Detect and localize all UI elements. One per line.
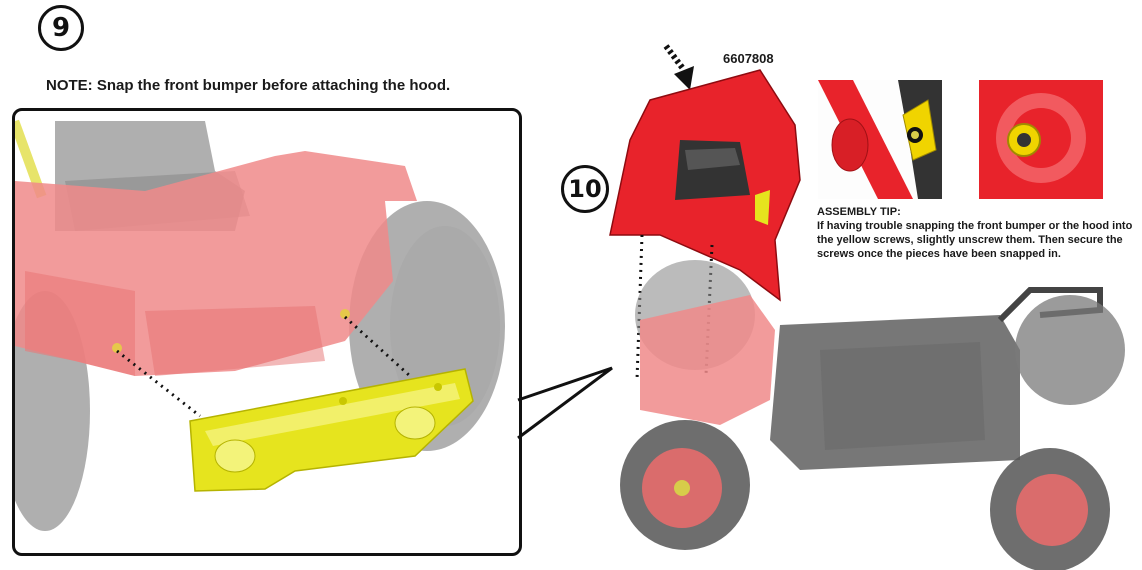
screw-detail-image-right: [979, 80, 1103, 199]
assembly-tip-text: If having trouble snapping the front bum…: [817, 220, 1133, 260]
bumper-detail-panel: [12, 108, 522, 556]
step-9-note: NOTE: Snap the front bumper before attac…: [46, 77, 451, 94]
screw-icon: [902, 99, 937, 161]
screw-detail-image-left: [818, 80, 942, 199]
assembly-tip-title: ASSEMBLY TIP:: [817, 206, 901, 218]
step-10-number: 10: [568, 175, 602, 203]
part-number-label: 6607808: [723, 51, 774, 66]
step-10-badge: 10: [561, 165, 609, 213]
step-9-number: 9: [51, 13, 71, 43]
hood-assembly-illustration: [609, 44, 1125, 570]
step-9-badge: 9: [38, 5, 84, 51]
bumper-illustration: [15, 119, 505, 531]
press-down-arrow-icon: [663, 44, 694, 90]
